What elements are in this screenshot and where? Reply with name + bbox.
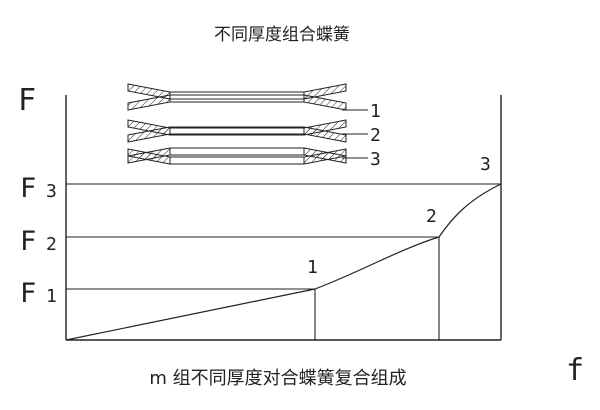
level-label-f3: F 3: [20, 173, 57, 204]
stack-callout-2: 2: [370, 125, 381, 146]
diagram-caption: m 组不同厚度对合蝶簧复合组成: [149, 368, 406, 389]
curve-point-1-label: 1: [307, 257, 318, 278]
disc-spring-stack: [127, 83, 347, 165]
level-label-f2-main: F: [20, 226, 36, 257]
curve-point-3-label: 3: [480, 154, 491, 175]
level-label-f1-sub: 1: [46, 286, 57, 307]
level-label-f1: F 1: [20, 278, 57, 309]
axes-frame: [65, 95, 502, 341]
diagram-title: 不同厚度组合蝶簧: [214, 25, 350, 45]
stack-callout-1: 1: [370, 101, 381, 122]
disc-section-right: [303, 94, 347, 111]
y-axis-label: F: [18, 83, 36, 118]
level-lines: [66, 183, 501, 340]
level-label-f3-main: F: [20, 173, 36, 204]
level-label-f2-sub: 2: [46, 234, 57, 255]
level-label-f1-main: F: [20, 278, 36, 309]
level-label-f3-sub: 3: [46, 181, 57, 202]
disc-section-left: [127, 94, 171, 111]
curve-point-2-label: 2: [426, 206, 437, 227]
force-deflection-curve: [65, 183, 502, 341]
level-label-f2: F 2: [20, 226, 57, 257]
stack-callout-3: 3: [370, 149, 381, 170]
stack-callouts: [342, 109, 368, 159]
x-axis-label: f: [566, 353, 584, 388]
